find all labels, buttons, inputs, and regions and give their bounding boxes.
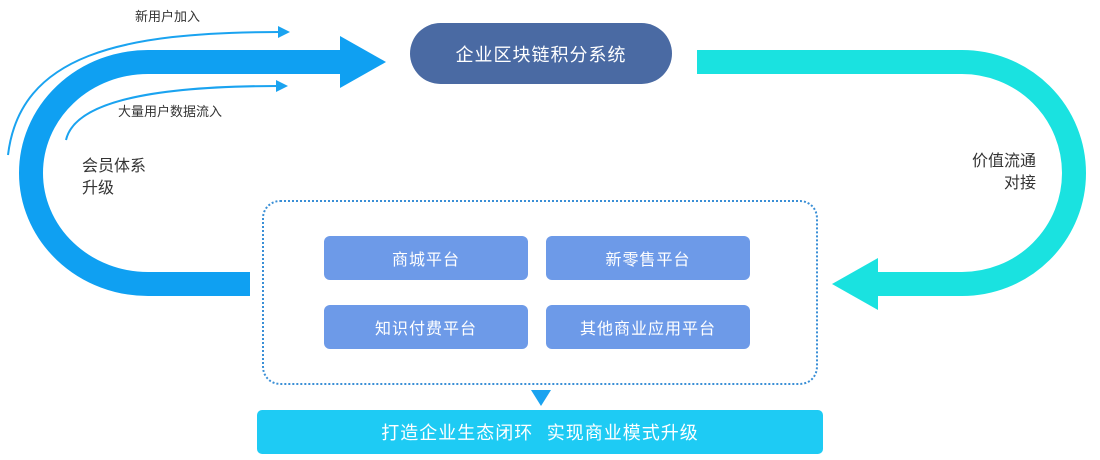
platform-knowledge-payment-label: 知识付费平台 [374,319,477,338]
platform-knowledge-payment: 知识付费平台 [324,305,528,349]
platform-new-retail: 新零售平台 [546,236,750,280]
member-upgrade-arrow-body [19,50,342,296]
core-system-pill: 企业区块链积分系统 [410,23,672,84]
platforms-container [262,200,818,385]
user-data-label: 大量用户数据流入 [118,105,223,120]
value-flow-arrowhead [832,258,878,310]
member-upgrade-line-1: 会员体系 [82,156,147,175]
value-flow-line-2: 对接 [1003,173,1036,192]
platform-other-business-label: 其他商业应用平台 [579,319,716,338]
platform-new-retail-label: 新零售平台 [605,250,691,269]
core-system-title: 企业区块链积分系统 [455,44,627,66]
platform-other-business: 其他商业应用平台 [546,305,750,349]
value-flow-label: 价值流通 对接 [952,150,1036,194]
result-label: 打造企业生态闭环 实现商业模式升级 [381,423,699,444]
new-users-label: 新用户加入 [135,10,201,25]
new-users-arrow-line [7,31,281,156]
user-data-arrow-line [65,85,279,141]
platform-mall: 商城平台 [324,236,528,280]
member-upgrade-label: 会员体系 升级 [82,155,146,199]
value-flow-arrow-body [697,50,1086,296]
member-upgrade-arrowhead [340,36,386,88]
user-data-arrowhead [276,80,288,92]
member-upgrade-line-2: 升级 [82,178,115,197]
result-bar: 打造企业生态闭环 实现商业模式升级 [257,410,823,454]
new-users-arrowhead [278,26,290,38]
down-arrow-icon [531,390,551,406]
platform-mall-label: 商城平台 [391,250,460,269]
value-flow-line-1: 价值流通 [971,151,1036,170]
